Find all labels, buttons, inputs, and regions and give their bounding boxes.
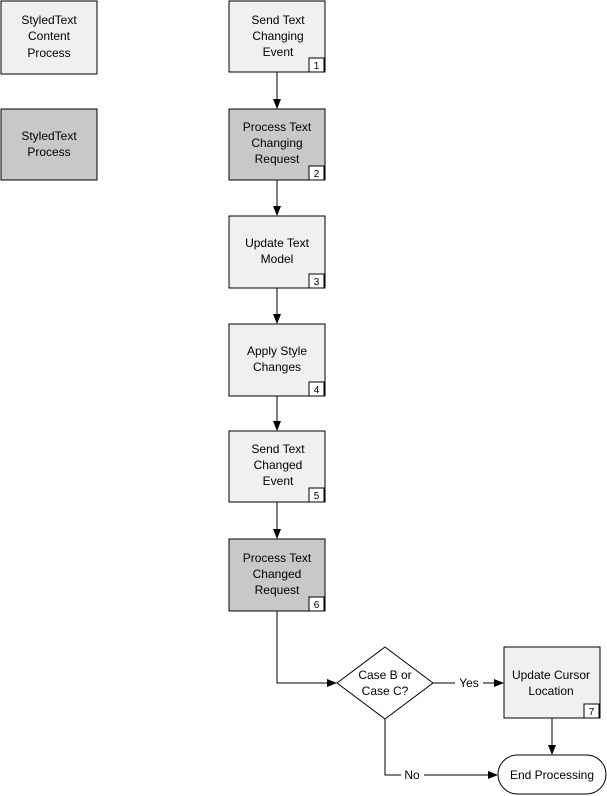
step-4-line-1: Apply Style xyxy=(247,344,307,358)
step-1-line-1: Send Text xyxy=(251,13,305,27)
decision-case-b-or-c: Case B or Case C? xyxy=(336,646,434,720)
terminal-end-processing: End Processing xyxy=(497,754,607,795)
step-1-line-2: Changing xyxy=(252,29,303,43)
step-2-line-2: Changing xyxy=(251,136,302,150)
step-6-line-1: Process Text xyxy=(243,551,312,565)
legend-styledtext-line-2: Process xyxy=(27,145,70,159)
step-6-process-text-changed-request: Process Text Changed Request 6 xyxy=(228,538,326,612)
connectors xyxy=(273,72,556,779)
step-6-line-3: Request xyxy=(255,583,300,597)
legend-styledtext-process: StyledText Process xyxy=(0,108,98,181)
legend-content-line-3: Process xyxy=(27,46,70,60)
legend-content-line-2: Content xyxy=(28,29,71,43)
step-7-update-cursor-location: Update Cursor Location 7 xyxy=(503,646,601,719)
step-5-number: 5 xyxy=(314,491,320,502)
edge-6-to-decision xyxy=(276,611,337,687)
step-3-line-2: Model xyxy=(261,252,294,266)
step-7-line-2: Location xyxy=(528,684,573,698)
step-3-update-text-model: Update Text Model 3 xyxy=(228,215,326,289)
step-6-line-2: Changed xyxy=(253,567,302,581)
step-2-number: 2 xyxy=(314,169,320,180)
step-2-line-1: Process Text xyxy=(243,120,312,134)
legend-styledtext-line-1: StyledText xyxy=(21,129,77,143)
step-7-number: 7 xyxy=(589,707,595,718)
step-3-number: 3 xyxy=(314,277,320,288)
step-4-apply-style-changes: Apply Style Changes 4 xyxy=(228,323,326,397)
edge-decision-to-end-a xyxy=(384,719,401,776)
step-5-line-1: Send Text xyxy=(251,442,305,456)
step-7-line-1: Update Cursor xyxy=(512,668,590,682)
step-2-process-text-changing-request: Process Text Changing Request 2 xyxy=(228,108,326,181)
step-5-line-3: Event xyxy=(263,474,294,488)
step-1-number: 1 xyxy=(314,61,320,72)
decision-line-1: Case B or xyxy=(358,668,411,682)
step-3-line-1: Update Text xyxy=(245,236,309,250)
decision-line-2: Case C? xyxy=(362,684,409,698)
step-4-number: 4 xyxy=(314,385,320,396)
edge-no-label: No xyxy=(404,768,420,782)
edge-yes-label: Yes xyxy=(459,676,479,690)
step-6-number: 6 xyxy=(314,600,320,611)
step-1-send-text-changing-event: Send Text Changing Event 1 xyxy=(228,0,326,73)
step-1-line-3: Event xyxy=(263,45,294,59)
step-5-send-text-changed-event: Send Text Changed Event 5 xyxy=(228,430,326,503)
step-4-line-2: Changes xyxy=(253,360,301,374)
step-5-line-2: Changed xyxy=(254,458,303,472)
legend-content-line-1: StyledText xyxy=(21,13,77,27)
legend-content-process: StyledText Content Process xyxy=(0,0,98,75)
terminal-label: End Processing xyxy=(510,768,594,782)
step-2-line-3: Request xyxy=(255,152,300,166)
